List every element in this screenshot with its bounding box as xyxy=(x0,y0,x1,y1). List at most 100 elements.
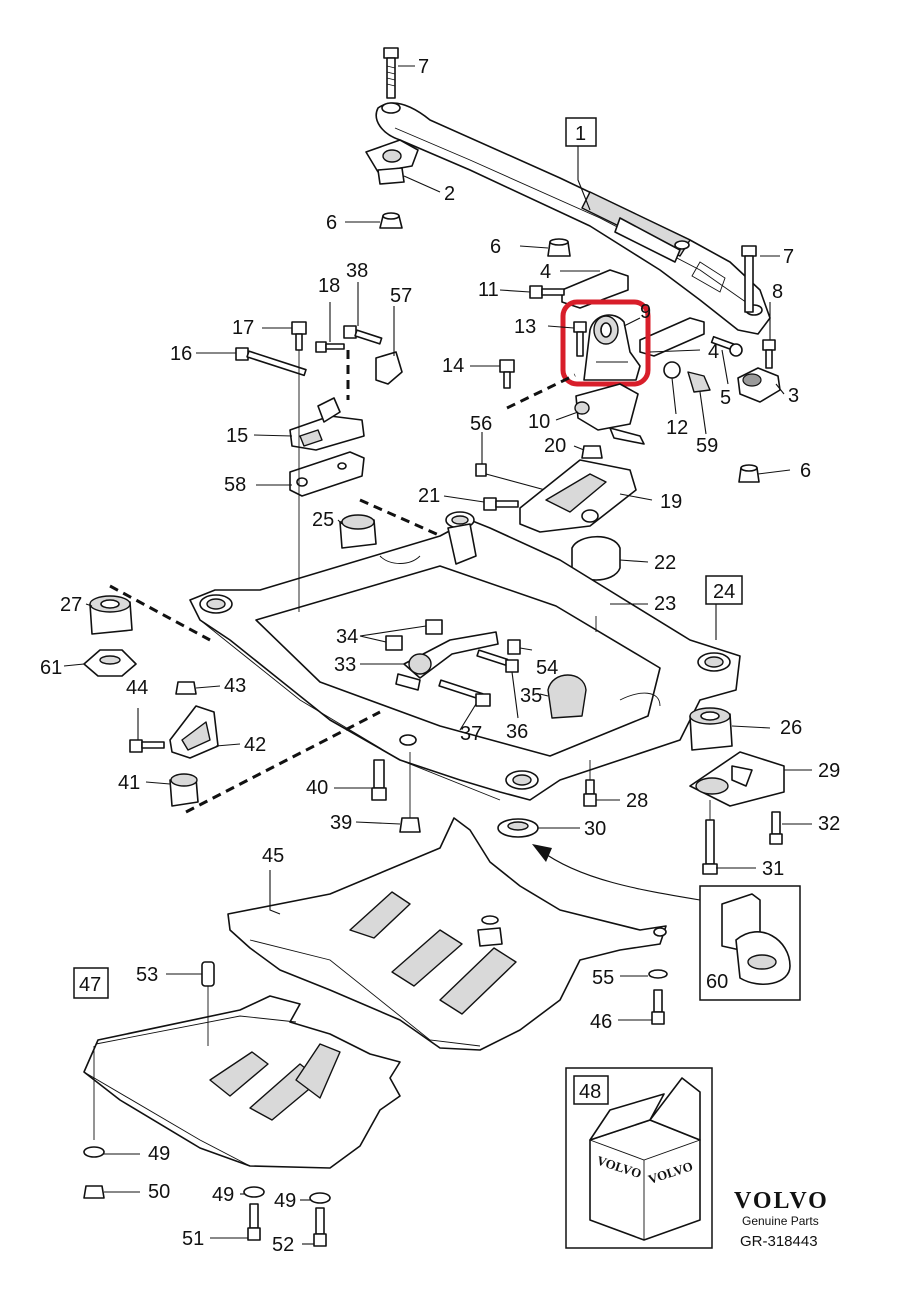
callout-35: 35 xyxy=(520,685,542,707)
bolt-40 xyxy=(371,759,387,801)
bolt-50 xyxy=(83,1185,105,1199)
pin-53 xyxy=(201,961,215,987)
brand-tagline: Genuine Parts xyxy=(742,1214,819,1228)
callout-53: 53 xyxy=(136,964,158,986)
washer-49c xyxy=(309,1192,331,1204)
bolt-17 xyxy=(291,321,307,351)
callout-51: 51 xyxy=(182,1228,204,1250)
bolt-38 xyxy=(343,325,383,345)
bolt-5 xyxy=(710,335,743,357)
dashed-guide-41 xyxy=(185,710,381,814)
callout-55: 55 xyxy=(592,967,614,989)
callout-33: 33 xyxy=(334,654,356,676)
callout-43: 43 xyxy=(224,675,246,697)
washer-30 xyxy=(497,818,539,838)
callout-30: 30 xyxy=(584,818,606,840)
engine-mount-9 xyxy=(583,314,641,381)
dashed-guide-25 xyxy=(359,498,451,542)
nut-39 xyxy=(399,817,421,833)
pad-58 xyxy=(289,451,365,497)
bushing-27 xyxy=(89,595,133,635)
callout-42: 42 xyxy=(244,734,266,756)
bushing-26 xyxy=(689,707,733,751)
callout-54: 54 xyxy=(536,657,558,679)
bolt-51 xyxy=(247,1203,261,1241)
mount-15 xyxy=(289,397,365,451)
callout-10: 10 xyxy=(528,411,550,433)
bolt-13 xyxy=(573,321,587,357)
bolt-54 xyxy=(507,639,521,655)
callout-7-top: 7 xyxy=(418,56,429,78)
callout-19: 19 xyxy=(660,491,682,513)
bracket-29 xyxy=(689,751,785,807)
svg-text:1: 1 xyxy=(575,123,586,145)
callout-44: 44 xyxy=(126,677,148,699)
callout-16: 16 xyxy=(170,343,192,365)
callout-11: 11 xyxy=(478,279,499,301)
callout-58: 58 xyxy=(224,474,246,496)
callout-26: 26 xyxy=(780,717,802,739)
boxed-callout-47: 47 xyxy=(73,967,109,999)
callout-52: 52 xyxy=(272,1234,294,1256)
callout-23: 23 xyxy=(654,593,676,615)
bolt-11 xyxy=(529,285,565,299)
nut-6-top xyxy=(379,212,403,229)
nut-43 xyxy=(175,681,197,695)
brand-code: GR-318443 xyxy=(740,1233,818,1250)
washer-49a xyxy=(83,1146,105,1158)
washer-61 xyxy=(83,649,137,677)
bracket-42 xyxy=(169,705,219,759)
boxed-callout-1: 1 xyxy=(565,117,597,147)
callout-2: 2 xyxy=(444,183,455,205)
bushing-25 xyxy=(339,514,377,549)
callout-3: 3 xyxy=(788,385,799,407)
lower-shield-47 xyxy=(83,995,401,1169)
link-33 xyxy=(395,631,499,691)
callout-22: 22 xyxy=(654,552,676,574)
callout-39: 39 xyxy=(330,812,352,834)
callout-34: 34 xyxy=(336,626,358,648)
bolt-52 xyxy=(313,1207,327,1247)
inset-60 xyxy=(699,885,801,1001)
callout-5: 5 xyxy=(720,387,731,409)
svg-text:24: 24 xyxy=(713,581,735,603)
nut-6-right xyxy=(738,464,760,483)
callout-49-mid: 49 xyxy=(212,1184,234,1206)
rear-mount-19 xyxy=(519,459,637,533)
callout-40: 40 xyxy=(306,777,328,799)
callout-56: 56 xyxy=(470,413,492,435)
bolt-16 xyxy=(235,347,307,377)
mount-2 xyxy=(365,139,419,185)
callout-49-right: 49 xyxy=(274,1190,296,1212)
svg-text:47: 47 xyxy=(79,974,101,996)
washer-55 xyxy=(648,969,668,979)
bolt-32 xyxy=(769,811,783,845)
callout-45: 45 xyxy=(262,845,284,867)
arrow-to-60 xyxy=(539,849,701,901)
callout-37: 37 xyxy=(460,723,482,745)
callout-4-lower: 4 xyxy=(708,341,719,363)
callout-57: 57 xyxy=(390,285,412,307)
bolt-36 xyxy=(476,649,519,673)
bracket-4-lower xyxy=(639,317,705,357)
callout-4-upper: 4 xyxy=(540,261,551,283)
callout-6-right: 6 xyxy=(800,460,811,482)
callout-17: 17 xyxy=(232,317,254,339)
svg-text:48: 48 xyxy=(579,1081,601,1103)
callout-41: 41 xyxy=(118,772,140,794)
bolt-7-left xyxy=(383,47,399,99)
boxed-callout-48: 48 xyxy=(573,1075,609,1105)
bolt-44 xyxy=(129,739,165,753)
nuts-34 xyxy=(385,619,443,651)
callout-60: 60 xyxy=(706,971,728,993)
mount-bracket-10 xyxy=(574,383,645,445)
bolt-31 xyxy=(702,819,718,875)
callout-14: 14 xyxy=(442,355,464,377)
callout-20: 20 xyxy=(544,435,566,457)
highlight-box xyxy=(560,299,651,387)
callout-7-right: 7 xyxy=(783,246,794,268)
callout-27: 27 xyxy=(60,594,82,616)
bolt-8 xyxy=(762,339,776,369)
callout-13: 13 xyxy=(514,316,536,338)
